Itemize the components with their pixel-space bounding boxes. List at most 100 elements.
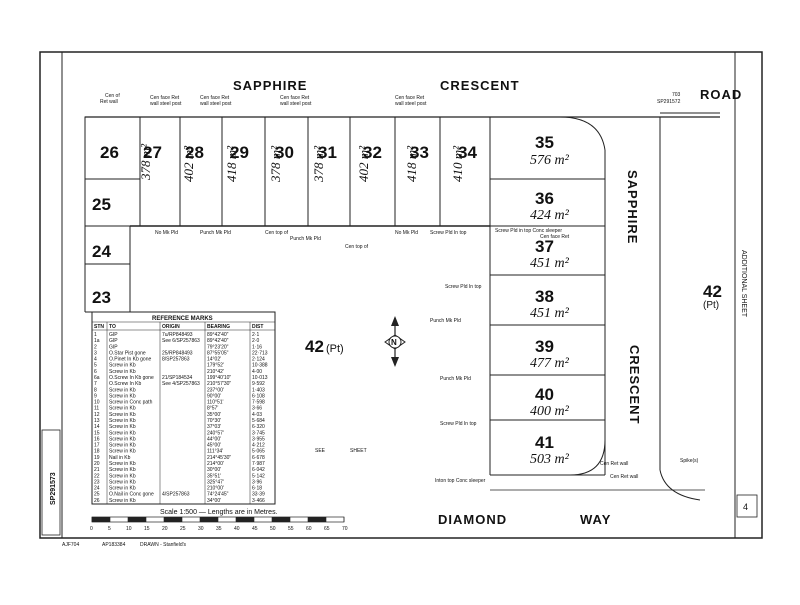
- scale-tick-label: 25: [180, 526, 186, 532]
- table-cell: 6: [94, 369, 97, 375]
- lot-area: 418 m²: [404, 145, 419, 182]
- table-cell: 35°00': [207, 412, 221, 418]
- table-cell: O.Pinet In Kb gone: [109, 357, 151, 363]
- table-cell: 22·713: [252, 350, 268, 356]
- table-cell: 30°00': [207, 467, 221, 473]
- scale-segment: [164, 517, 182, 522]
- table-cell: 3·66: [252, 406, 262, 412]
- table-cell: 37°03': [207, 424, 221, 430]
- lot-area: 378 m²: [268, 145, 283, 183]
- table-cell: O.Star Pist gone: [109, 350, 146, 356]
- table-cell: 325°47': [207, 479, 224, 485]
- table-cell: 6a: [94, 375, 100, 381]
- table-cell: 214°00': [207, 461, 224, 467]
- table-cell: Screw in Kb: [109, 418, 136, 424]
- table-cell: 111°34': [207, 449, 223, 455]
- sheet-number: 4: [743, 502, 748, 512]
- svg-text:Cen face Ret: Cen face Ret: [280, 95, 310, 101]
- plan-number-label: SP291573: [50, 472, 57, 505]
- table-cell: Screw in Kb: [109, 436, 136, 442]
- table-cell: 210°00': [207, 486, 224, 492]
- table-cell: 2·0: [252, 338, 259, 344]
- table-cell: 199°40'10": [207, 375, 231, 381]
- svg-text:Cen face Ret: Cen face Ret: [540, 234, 570, 240]
- table-cell: Screw in Kb: [109, 406, 136, 412]
- lot-area: 477 m²: [530, 356, 570, 371]
- table-cell: 6·042: [252, 467, 265, 473]
- lot-42-suffix: (Pt): [326, 343, 344, 355]
- table-cell: 4: [94, 357, 97, 363]
- footer-ref-right: DRAWN - Stanfield's: [140, 542, 187, 548]
- table-cell: 70°30': [207, 418, 221, 424]
- table-cell: 2·1: [252, 332, 259, 338]
- lot-dividers-right: [489, 117, 606, 476]
- table-cell: O.Screw In Kb gone: [109, 375, 154, 381]
- svg-text:Punch Mk Pld: Punch Mk Pld: [430, 318, 461, 324]
- scale-tick-label: 50: [270, 526, 276, 532]
- table-cell: 214°45'30": [207, 455, 231, 461]
- lot-area: 424 m²: [530, 208, 570, 223]
- scale-tick-label: 60: [306, 526, 312, 532]
- svg-text:Screw Pld in top Conc sleeper: Screw Pld in top Conc sleeper: [495, 228, 562, 234]
- table-cell: Screw in Kb: [109, 412, 136, 418]
- lot-area: 418 m²: [224, 145, 239, 182]
- table-cell: Screw in Kb: [109, 486, 136, 492]
- lot-area: 410 m²: [450, 145, 465, 182]
- svg-text:Screw Pld In top: Screw Pld In top: [430, 230, 467, 236]
- table-cell: 17: [94, 443, 100, 449]
- scale-segment: [128, 517, 146, 522]
- table-cell: Screw in Kb: [109, 430, 136, 436]
- lot-area: 402 m²: [181, 145, 196, 182]
- table-cell: 3·955: [252, 436, 265, 442]
- lot-number: 33: [410, 143, 429, 162]
- svg-text:Punch Mk Pld: Punch Mk Pld: [290, 236, 321, 242]
- lot-number: 35: [535, 133, 554, 152]
- svg-text:Inton top Conc sleeper: Inton top Conc sleeper: [435, 478, 486, 484]
- table-cell: 1·403: [252, 387, 265, 393]
- table-cell: 24: [94, 486, 100, 492]
- scale-tick-label: 40: [234, 526, 240, 532]
- north-label: N: [391, 338, 397, 347]
- table-cell: 15: [94, 430, 100, 436]
- table-cell: 89°42'40": [207, 338, 229, 344]
- svg-text:Screw Pld In top: Screw Pld In top: [445, 284, 482, 290]
- road-label-diamond: DIAMOND: [438, 512, 507, 527]
- svg-text:Cen Ret wall: Cen Ret wall: [610, 474, 638, 480]
- table-cell: 6·678: [252, 455, 265, 461]
- svg-text:Cen face Ret: Cen face Ret: [150, 95, 180, 101]
- road-label-road: ROAD: [700, 87, 742, 102]
- table-cell: 3: [94, 350, 97, 356]
- table-cell: 87°55'05": [207, 350, 229, 356]
- table-cell: 10·388: [252, 363, 268, 369]
- additional-sheet-label: ADDITIONAL SHEET: [740, 250, 747, 318]
- scale-tick-label: 0: [90, 526, 93, 532]
- table-cell: 8: [94, 387, 97, 393]
- road-label-sapphire-top: SAPPHIRE: [233, 78, 307, 93]
- lot-number: 23: [92, 288, 111, 307]
- lot-number: 31: [318, 143, 337, 162]
- lot-number: 34: [458, 143, 477, 162]
- table-cell: 6·320: [252, 424, 265, 430]
- scale-segment: [92, 517, 110, 522]
- table-cell: 12: [94, 412, 100, 418]
- table-cell: 19: [94, 455, 100, 461]
- table-cell: 5·065: [252, 449, 265, 455]
- lot-number: 29: [230, 143, 249, 162]
- lot-42-number: 42: [305, 337, 324, 356]
- table-cell: 79°23'20": [207, 344, 229, 350]
- svg-text:wall steel post: wall steel post: [200, 101, 232, 107]
- table-cell: 8°57': [207, 406, 218, 412]
- scale-segment: [308, 517, 326, 522]
- table-cell: Screw in Kb: [109, 424, 136, 430]
- lot-number: 28: [185, 143, 204, 162]
